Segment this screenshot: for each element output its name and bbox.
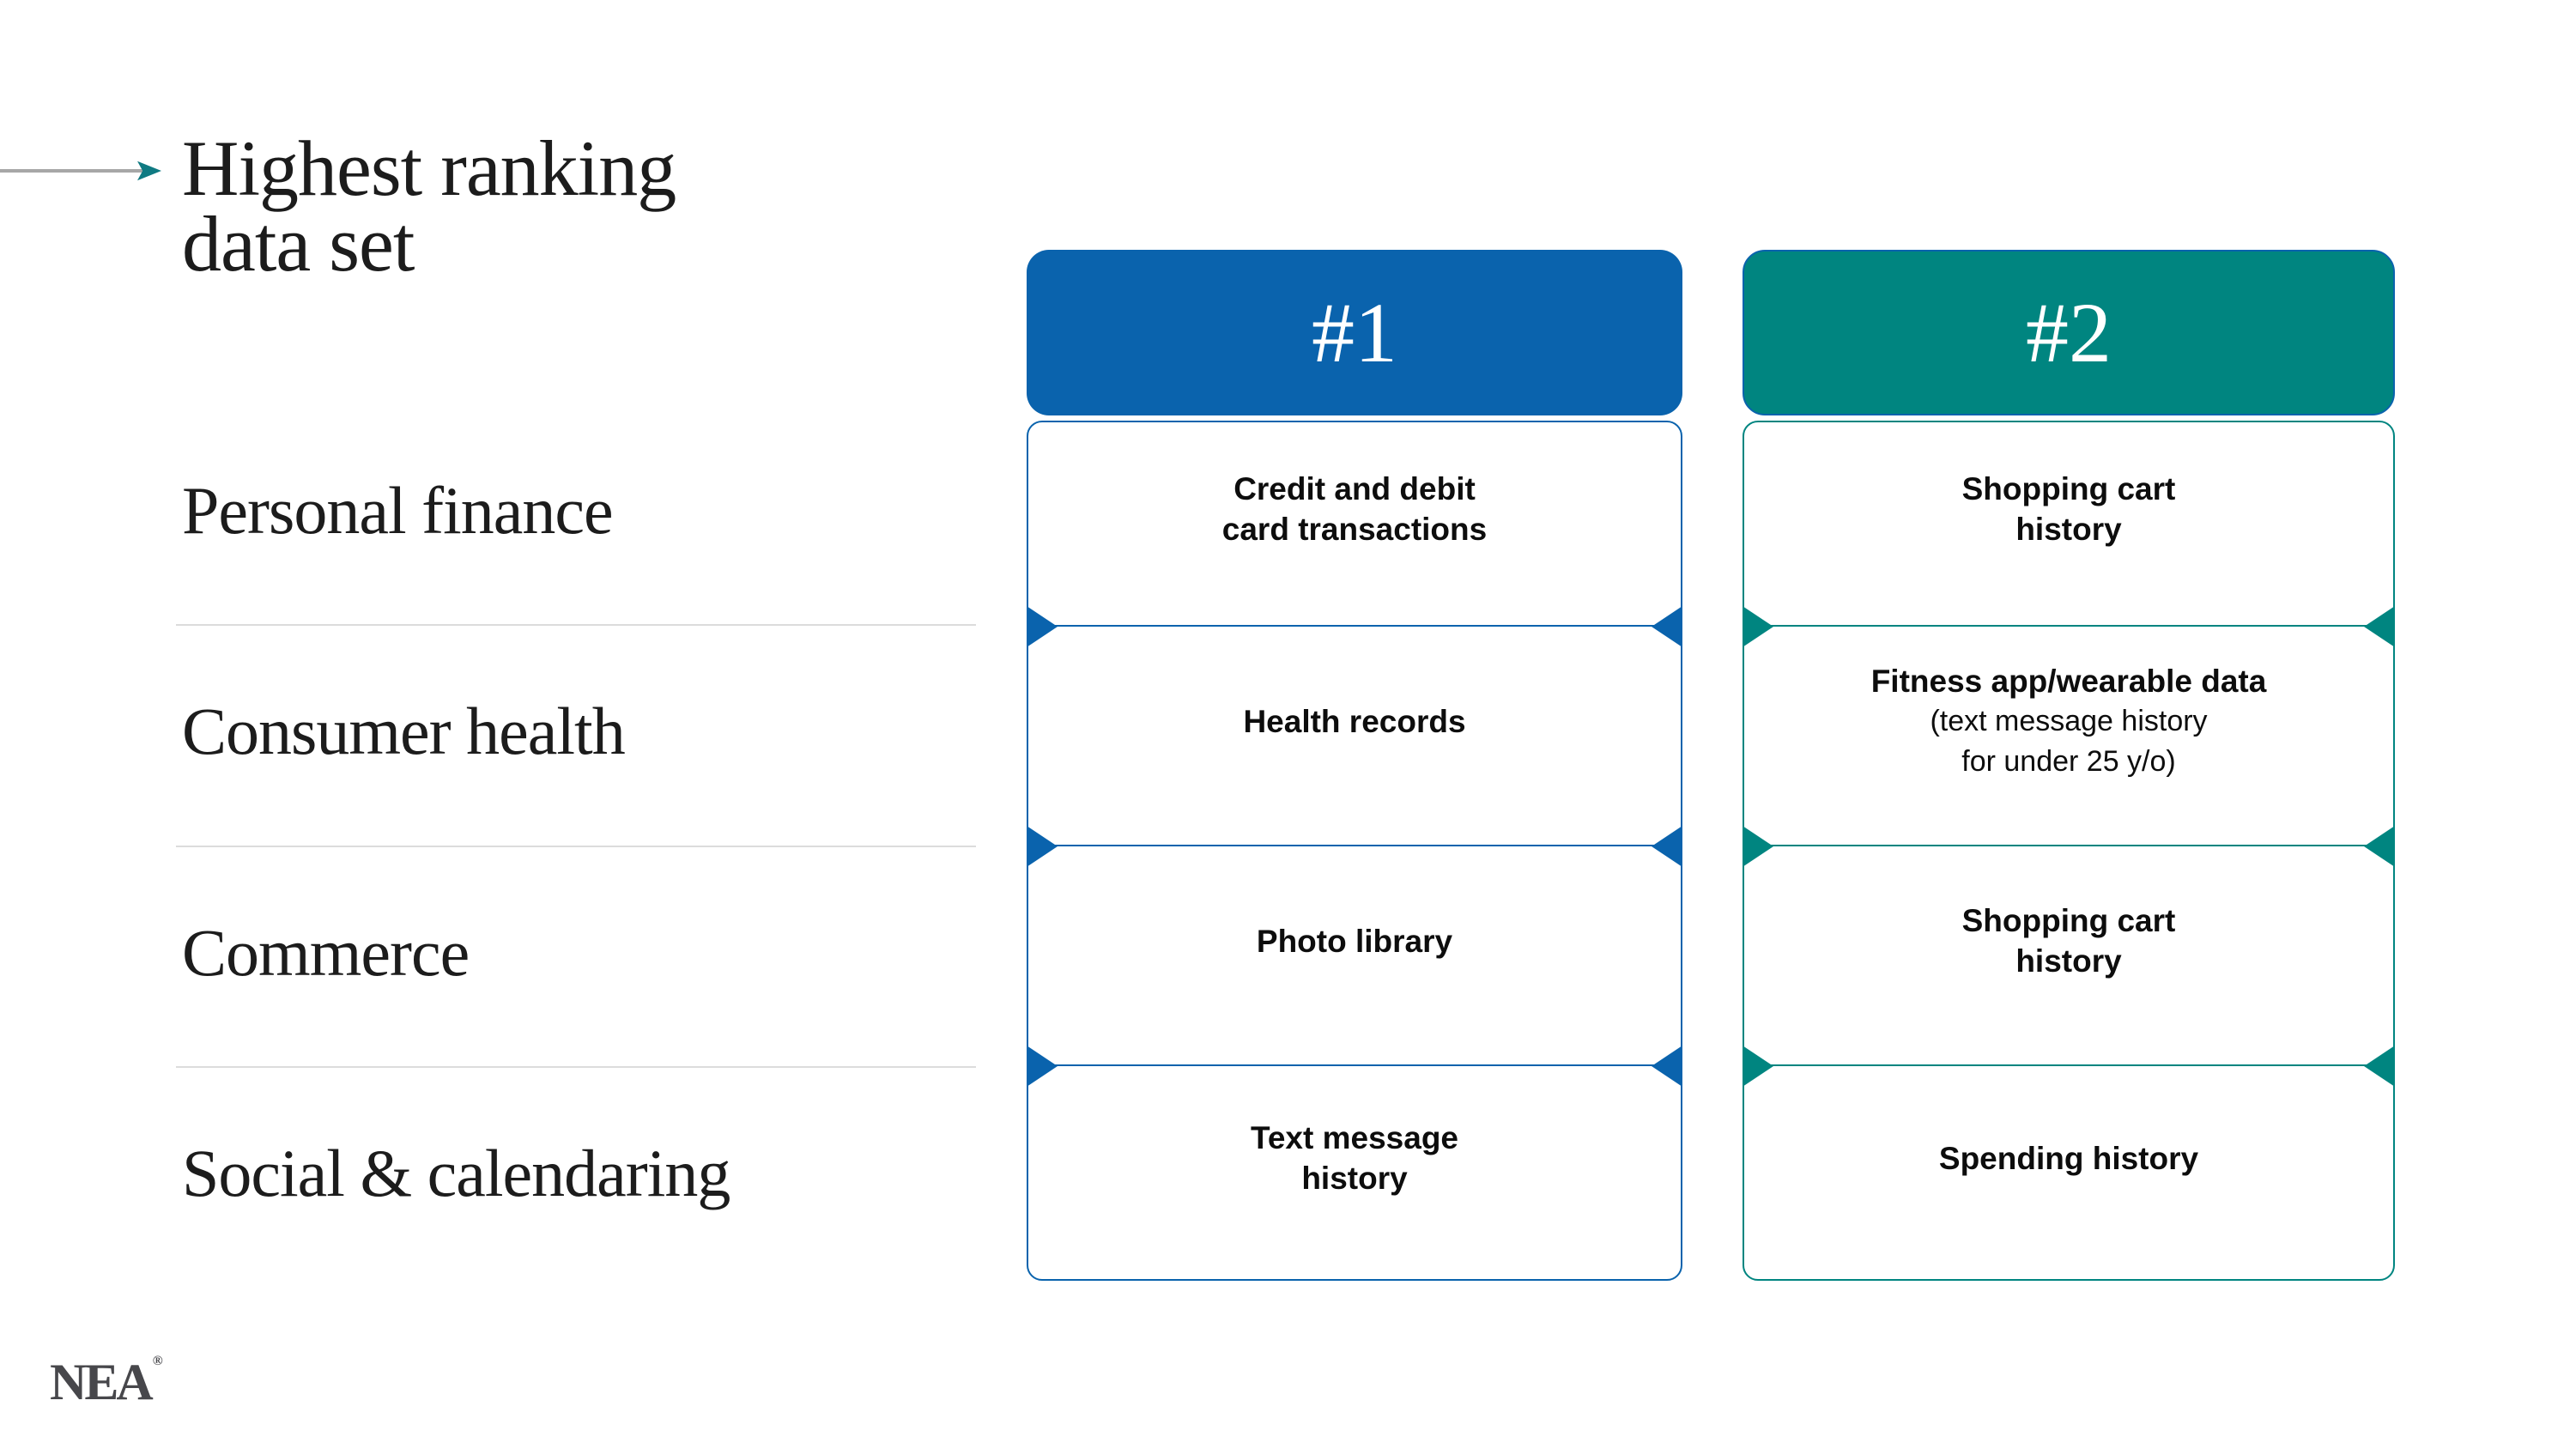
card-text-line: Spending history [1938, 1140, 2199, 1176]
page-title-line1: Highest ranking [182, 124, 676, 212]
data-card: Text message history [1027, 1064, 1682, 1281]
data-card: Shopping cart history [1743, 421, 2395, 627]
card-text-line: card transactions [1221, 512, 1488, 547]
category-divider [176, 846, 976, 847]
category-label: Personal finance [182, 473, 614, 548]
card-text-line: history [2015, 943, 2122, 979]
nea-logo: NEA® [50, 1353, 163, 1412]
data-card: Credit and debit card transactions [1027, 421, 1682, 627]
category-divider [176, 624, 976, 626]
registered-mark-icon: ® [152, 1354, 163, 1368]
category-divider [176, 1066, 976, 1068]
rank-header-1: #1 [1027, 250, 1682, 415]
data-card: Photo library [1027, 845, 1682, 1066]
data-card: Fitness app/wearable data (text message h… [1743, 625, 2395, 846]
card-text-line: Fitness app/wearable data [1870, 663, 2267, 699]
data-card: Health records [1027, 625, 1682, 846]
card-text-line: Shopping cart [1961, 903, 2176, 938]
card-text-line: for under 25 y/o) [1961, 744, 2176, 778]
page-title-line2: data set [182, 200, 415, 288]
category-label: Commerce [182, 915, 470, 990]
data-card: Spending history [1743, 1064, 2395, 1281]
card-text-line: Shopping cart [1961, 471, 2176, 506]
data-card: Shopping cart history [1743, 845, 2395, 1066]
card-text-line: history [2015, 512, 2122, 547]
page-title: Highest ranking data set [182, 124, 676, 288]
card-text-line: Health records [1243, 703, 1466, 739]
title-pointer-line [0, 169, 144, 173]
card-text-line: Text message [1251, 1120, 1458, 1155]
category-label: Consumer health [182, 694, 626, 768]
card-text-line: history [1301, 1161, 1408, 1196]
card-text-line: Photo library [1256, 923, 1453, 959]
card-text-line: Credit and debit [1233, 471, 1476, 506]
nea-logo-text: NEA [50, 1354, 154, 1410]
card-text-line: (text message history [1930, 704, 2208, 737]
rank-header-2: #2 [1743, 250, 2395, 415]
category-label: Social & calendaring [182, 1136, 730, 1210]
